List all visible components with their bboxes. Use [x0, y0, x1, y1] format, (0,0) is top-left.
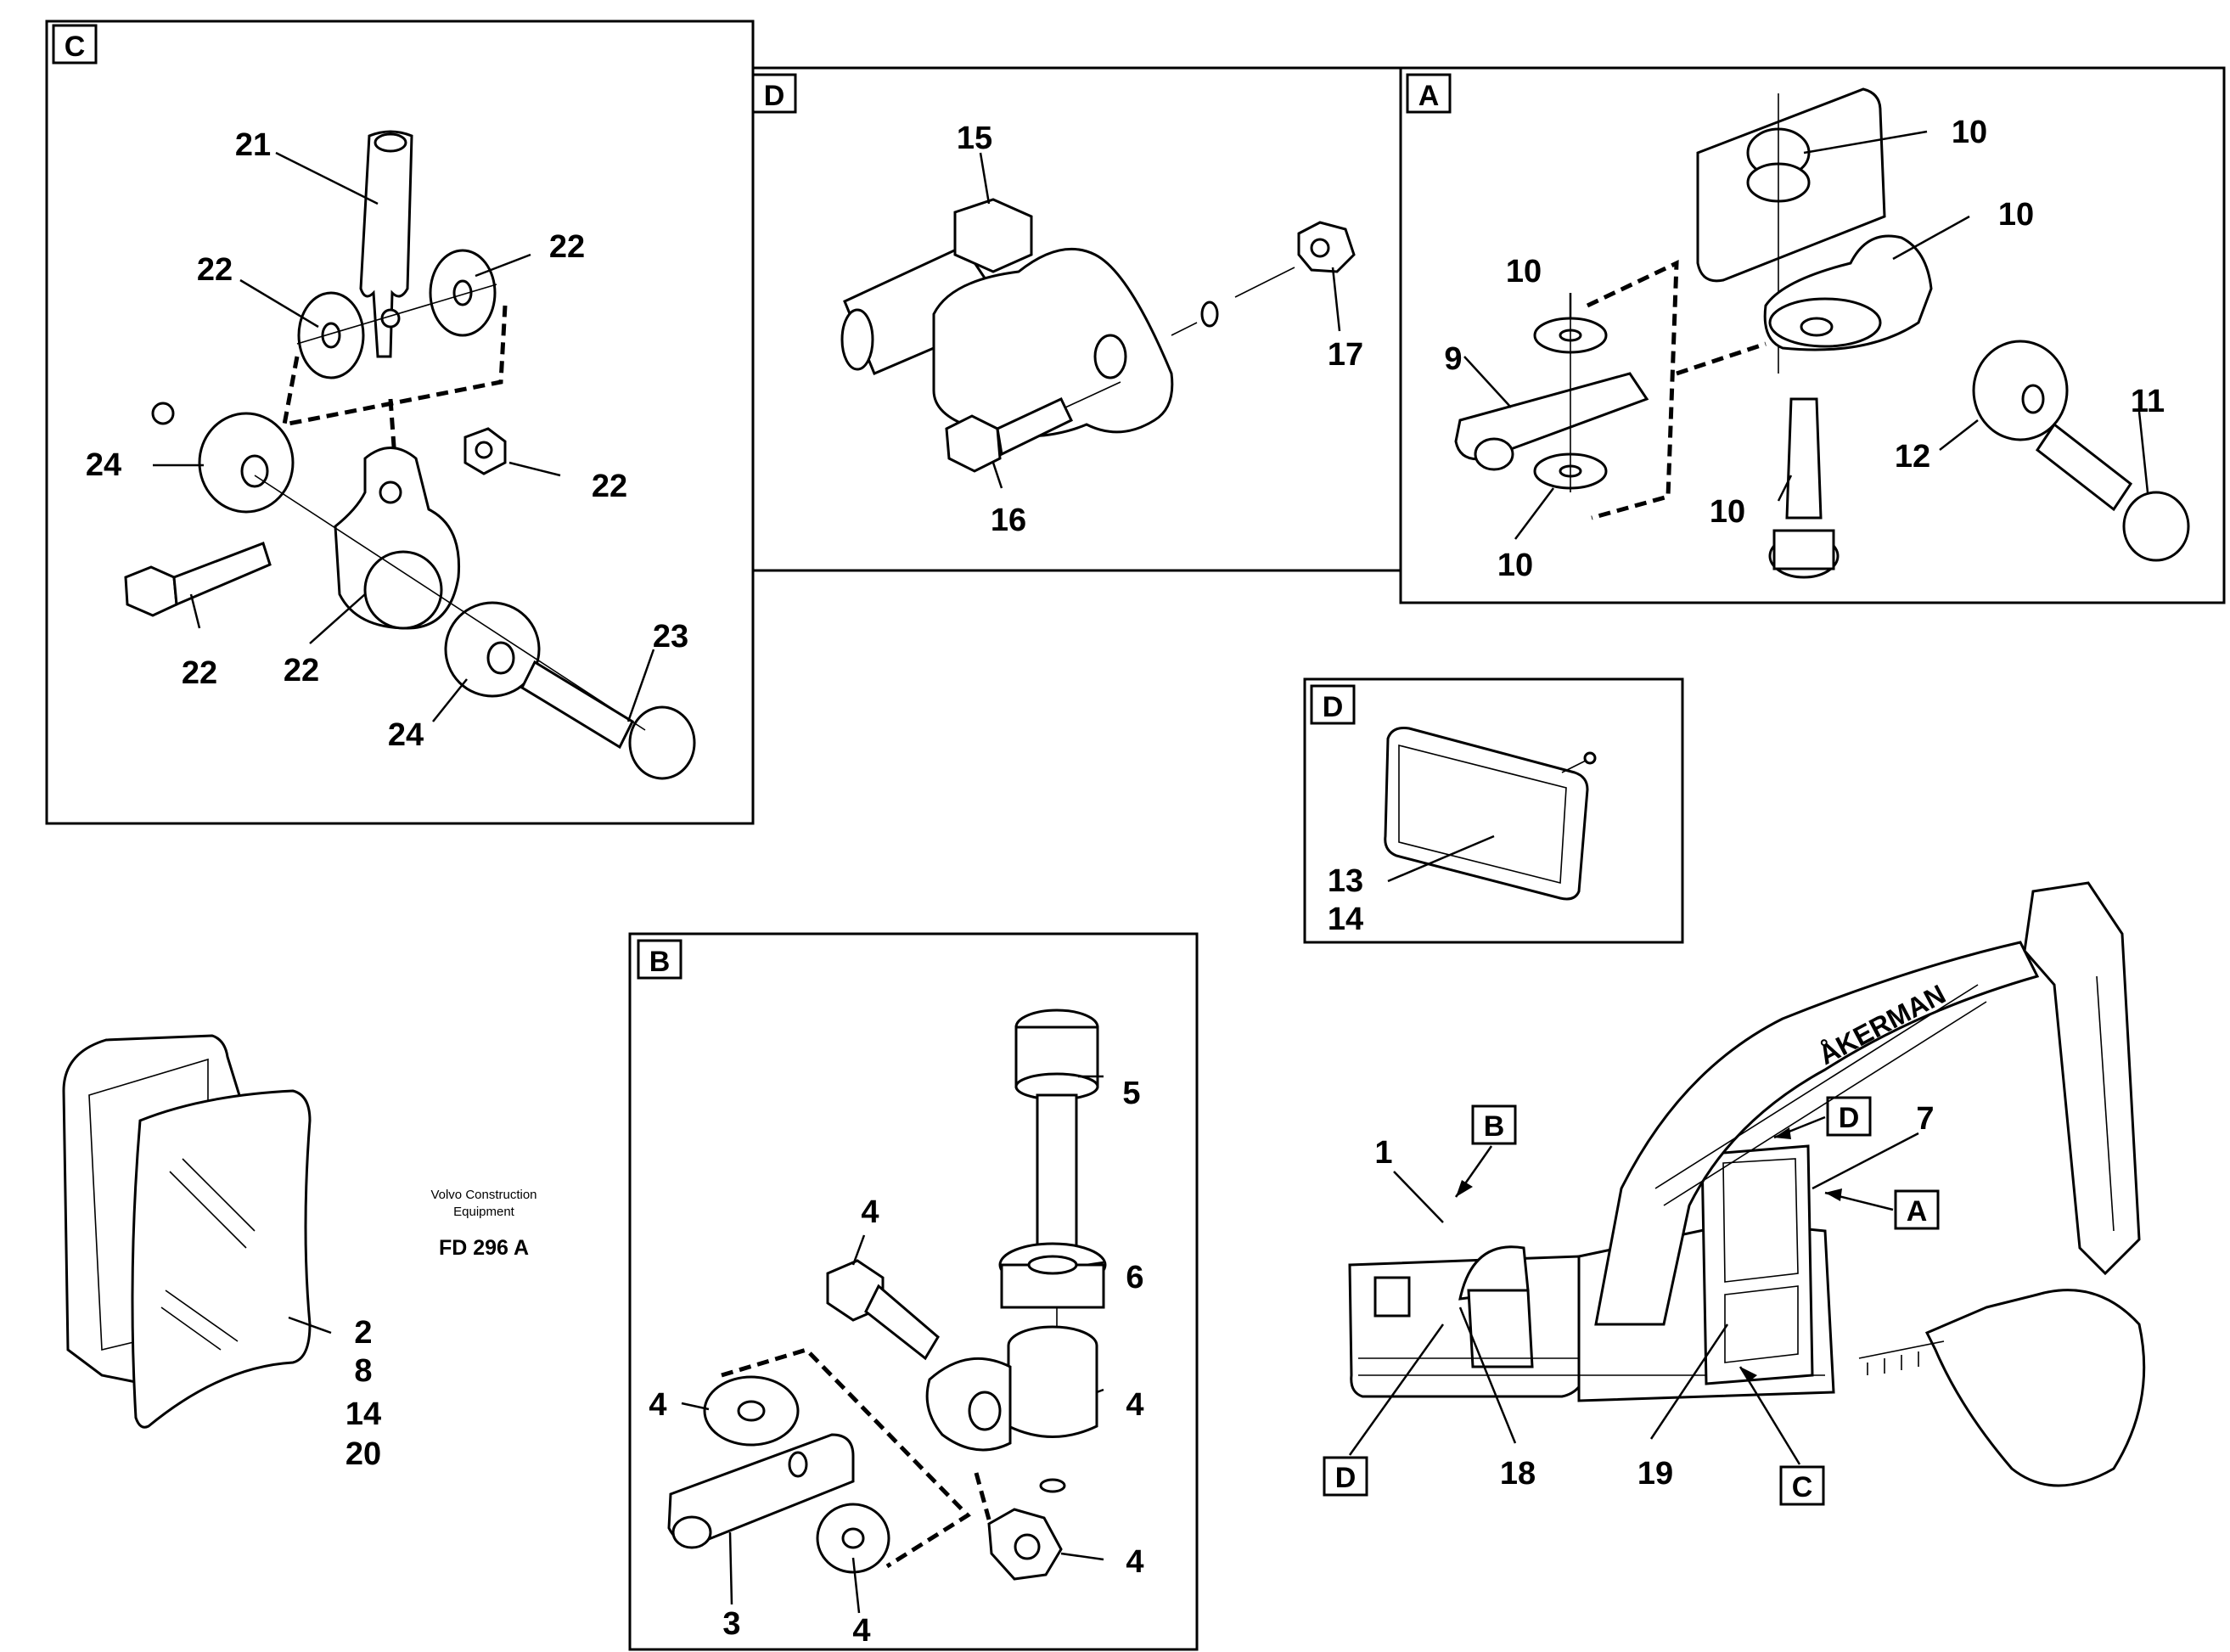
callout-18: 18 — [1500, 1456, 1536, 1492]
callout-13: 13 — [1328, 863, 1363, 899]
clamp — [1007, 1346, 1098, 1438]
bolt — [1785, 397, 1823, 520]
excavator-boom — [1594, 941, 2040, 1326]
excavator-overview: ÅKERMAN B D A D C 1 7 18 19 — [1323, 881, 2146, 1506]
callout-22: 22 — [549, 229, 585, 265]
callout-box-c: C — [1792, 1471, 1813, 1503]
callout-10: 10 — [1497, 548, 1533, 583]
panel-tag-c: C — [65, 31, 86, 63]
bracket-strip — [359, 130, 413, 358]
callout-17: 17 — [1328, 337, 1363, 373]
callout-10: 10 — [1998, 197, 2034, 233]
callout-22: 22 — [284, 653, 319, 688]
panel-d-reflector: D 13 14 — [1303, 677, 1684, 944]
callout-10: 10 — [1952, 115, 1987, 150]
callout-10: 10 — [1710, 494, 1745, 530]
callout-8: 8 — [354, 1353, 372, 1389]
callout-box-d: D — [1839, 1102, 1860, 1134]
callout-24: 24 — [388, 717, 424, 753]
callout-3: 3 — [722, 1606, 740, 1642]
callout-9: 9 — [1444, 341, 1462, 377]
bolt — [520, 660, 634, 750]
panel-a: A 10 — [1399, 66, 2226, 604]
panel-c: C — [45, 20, 755, 825]
credit-line-1: Volvo Construction — [430, 1188, 536, 1202]
callout-14: 14 — [345, 1396, 381, 1432]
callout-22: 22 — [182, 655, 217, 691]
drawing-code: FD 296 A — [439, 1236, 529, 1260]
panel-b: B — [628, 932, 1199, 1651]
mirror-assembly: 2 8 14 20 — [62, 1034, 381, 1472]
callout-12: 12 — [1895, 439, 1930, 475]
callout-5: 5 — [1122, 1076, 1140, 1111]
panel-d-top: D 15 17 16 — [751, 66, 1402, 572]
panel-tag-b: B — [649, 946, 671, 978]
panel-tag-d: D — [764, 80, 785, 112]
callout-box-b: B — [1484, 1110, 1505, 1143]
callout-7: 7 — [1916, 1101, 1934, 1137]
bolt-head — [945, 414, 1002, 473]
bolt-head — [124, 565, 178, 617]
callout-1: 1 — [1374, 1135, 1392, 1171]
panel-tag-d: D — [1323, 691, 1344, 723]
callout-4: 4 — [852, 1613, 870, 1649]
bracket-strip — [1454, 372, 1649, 461]
rubber-bushing — [1972, 340, 2069, 441]
callout-6: 6 — [1126, 1260, 1143, 1295]
callout-10: 10 — [1506, 254, 1542, 289]
callout-20: 20 — [345, 1436, 381, 1472]
callout-23: 23 — [653, 619, 688, 655]
callout-11: 11 — [2131, 384, 2165, 419]
excavator-arm — [2023, 881, 2141, 1276]
excavator-bucket — [1924, 1289, 2146, 1487]
callout-21: 21 — [235, 127, 271, 163]
callout-16: 16 — [991, 503, 1026, 538]
bolt — [2035, 422, 2133, 512]
excavator-cab — [1700, 1144, 1814, 1385]
reflector — [1384, 727, 1589, 901]
callout-4: 4 — [861, 1194, 879, 1230]
callout-box-d: D — [1335, 1462, 1357, 1494]
callout-22: 22 — [592, 469, 627, 504]
callout-24: 24 — [86, 447, 121, 483]
callout-14: 14 — [1328, 902, 1363, 937]
callout-4: 4 — [1126, 1387, 1143, 1423]
callout-22: 22 — [197, 252, 233, 288]
callout-2: 2 — [354, 1315, 372, 1351]
credit-block: Volvo Construction Equipment FD 296 A — [430, 1188, 536, 1260]
callout-19: 19 — [1637, 1456, 1673, 1492]
panel-tag-a: A — [1418, 80, 1440, 112]
mirror-glass — [131, 1089, 312, 1429]
callout-box-a: A — [1907, 1195, 1928, 1228]
credit-line-2: Equipment — [453, 1205, 515, 1219]
nut — [953, 198, 1033, 273]
callout-4: 4 — [1126, 1544, 1143, 1580]
callout-15: 15 — [957, 121, 992, 156]
callout-4: 4 — [649, 1387, 666, 1423]
